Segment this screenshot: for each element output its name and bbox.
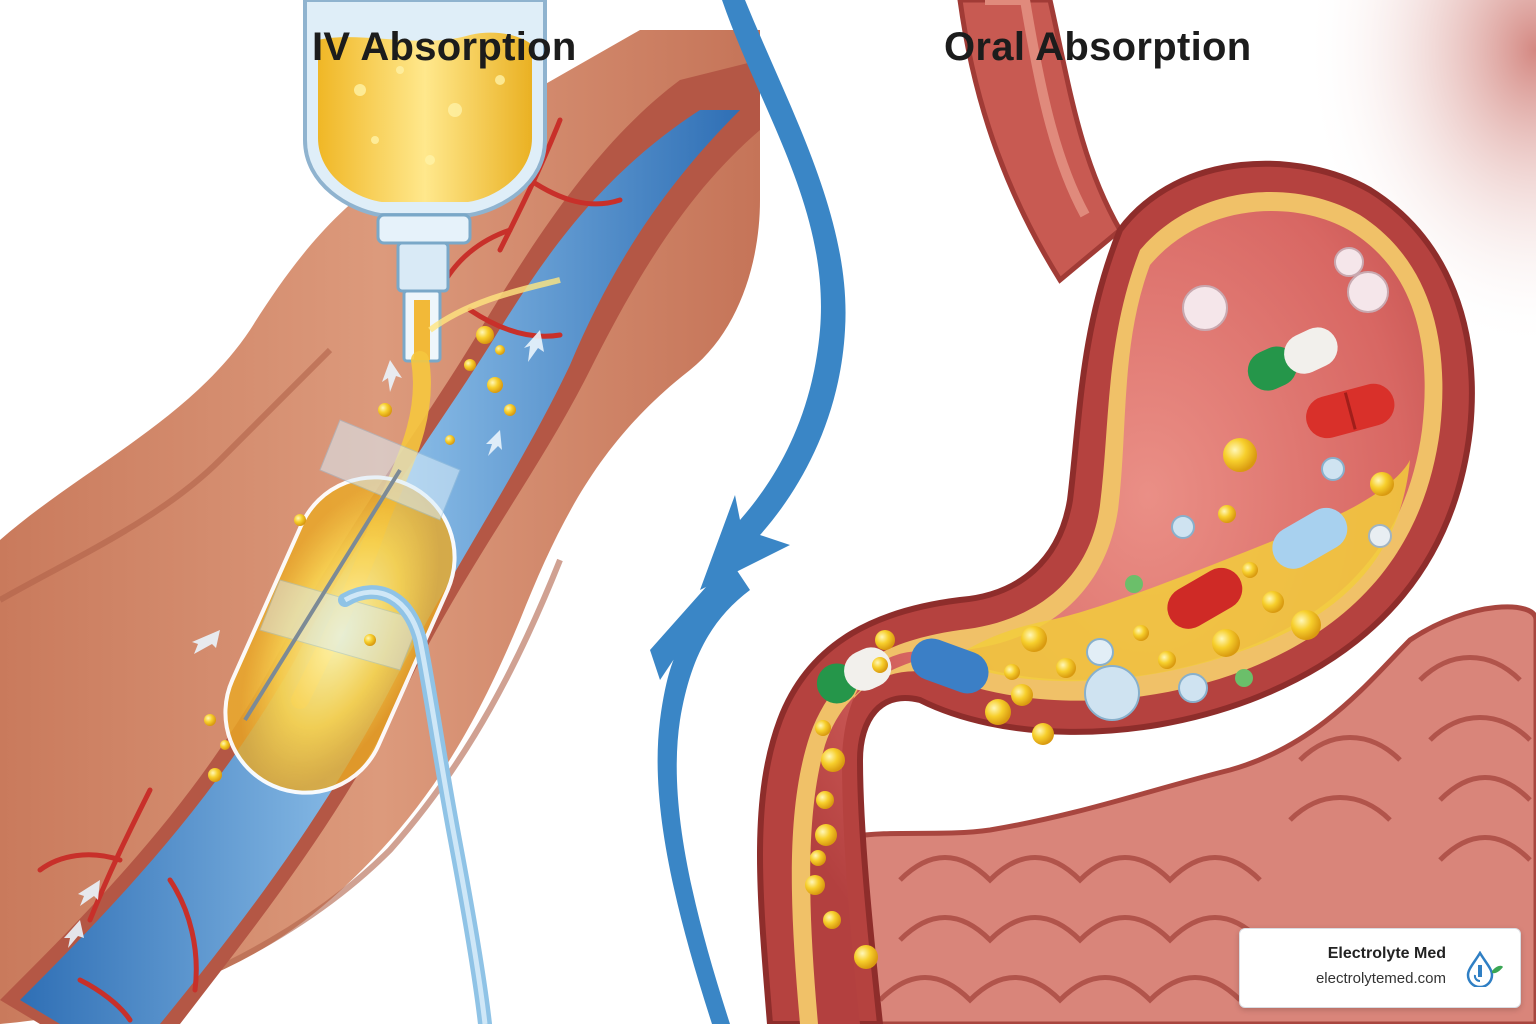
brand-name: Electrolyte Med [1327,945,1446,962]
pills [816,247,1395,721]
blood-vessels [37,117,623,1023]
oral-absorption-title: Oral Absorption [944,24,1252,69]
flow-arrows [64,330,544,948]
iv-absorption-title: IV Absorption [312,24,577,69]
iv-bag [303,0,547,363]
brand-badge[interactable]: Electrolyte Med electrolytemed.com [1239,928,1521,1008]
fluid-infusion [204,277,561,795]
droplet-logo-icon [1466,951,1503,987]
nutrient-bubbles [805,438,1394,969]
brand-url[interactable]: electrolytemed.com [1315,970,1446,987]
intestines [767,604,1536,1024]
comparison-arrows [650,0,846,1024]
